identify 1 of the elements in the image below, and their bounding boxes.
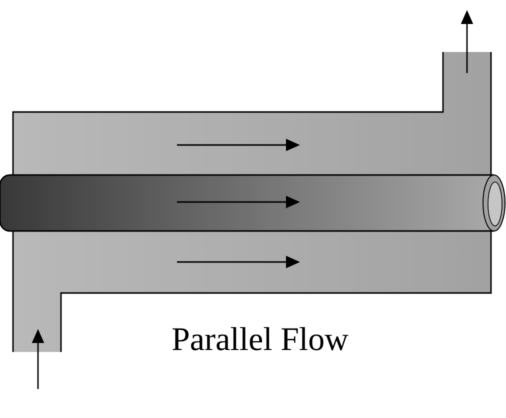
caption: Parallel Flow — [172, 327, 348, 350]
